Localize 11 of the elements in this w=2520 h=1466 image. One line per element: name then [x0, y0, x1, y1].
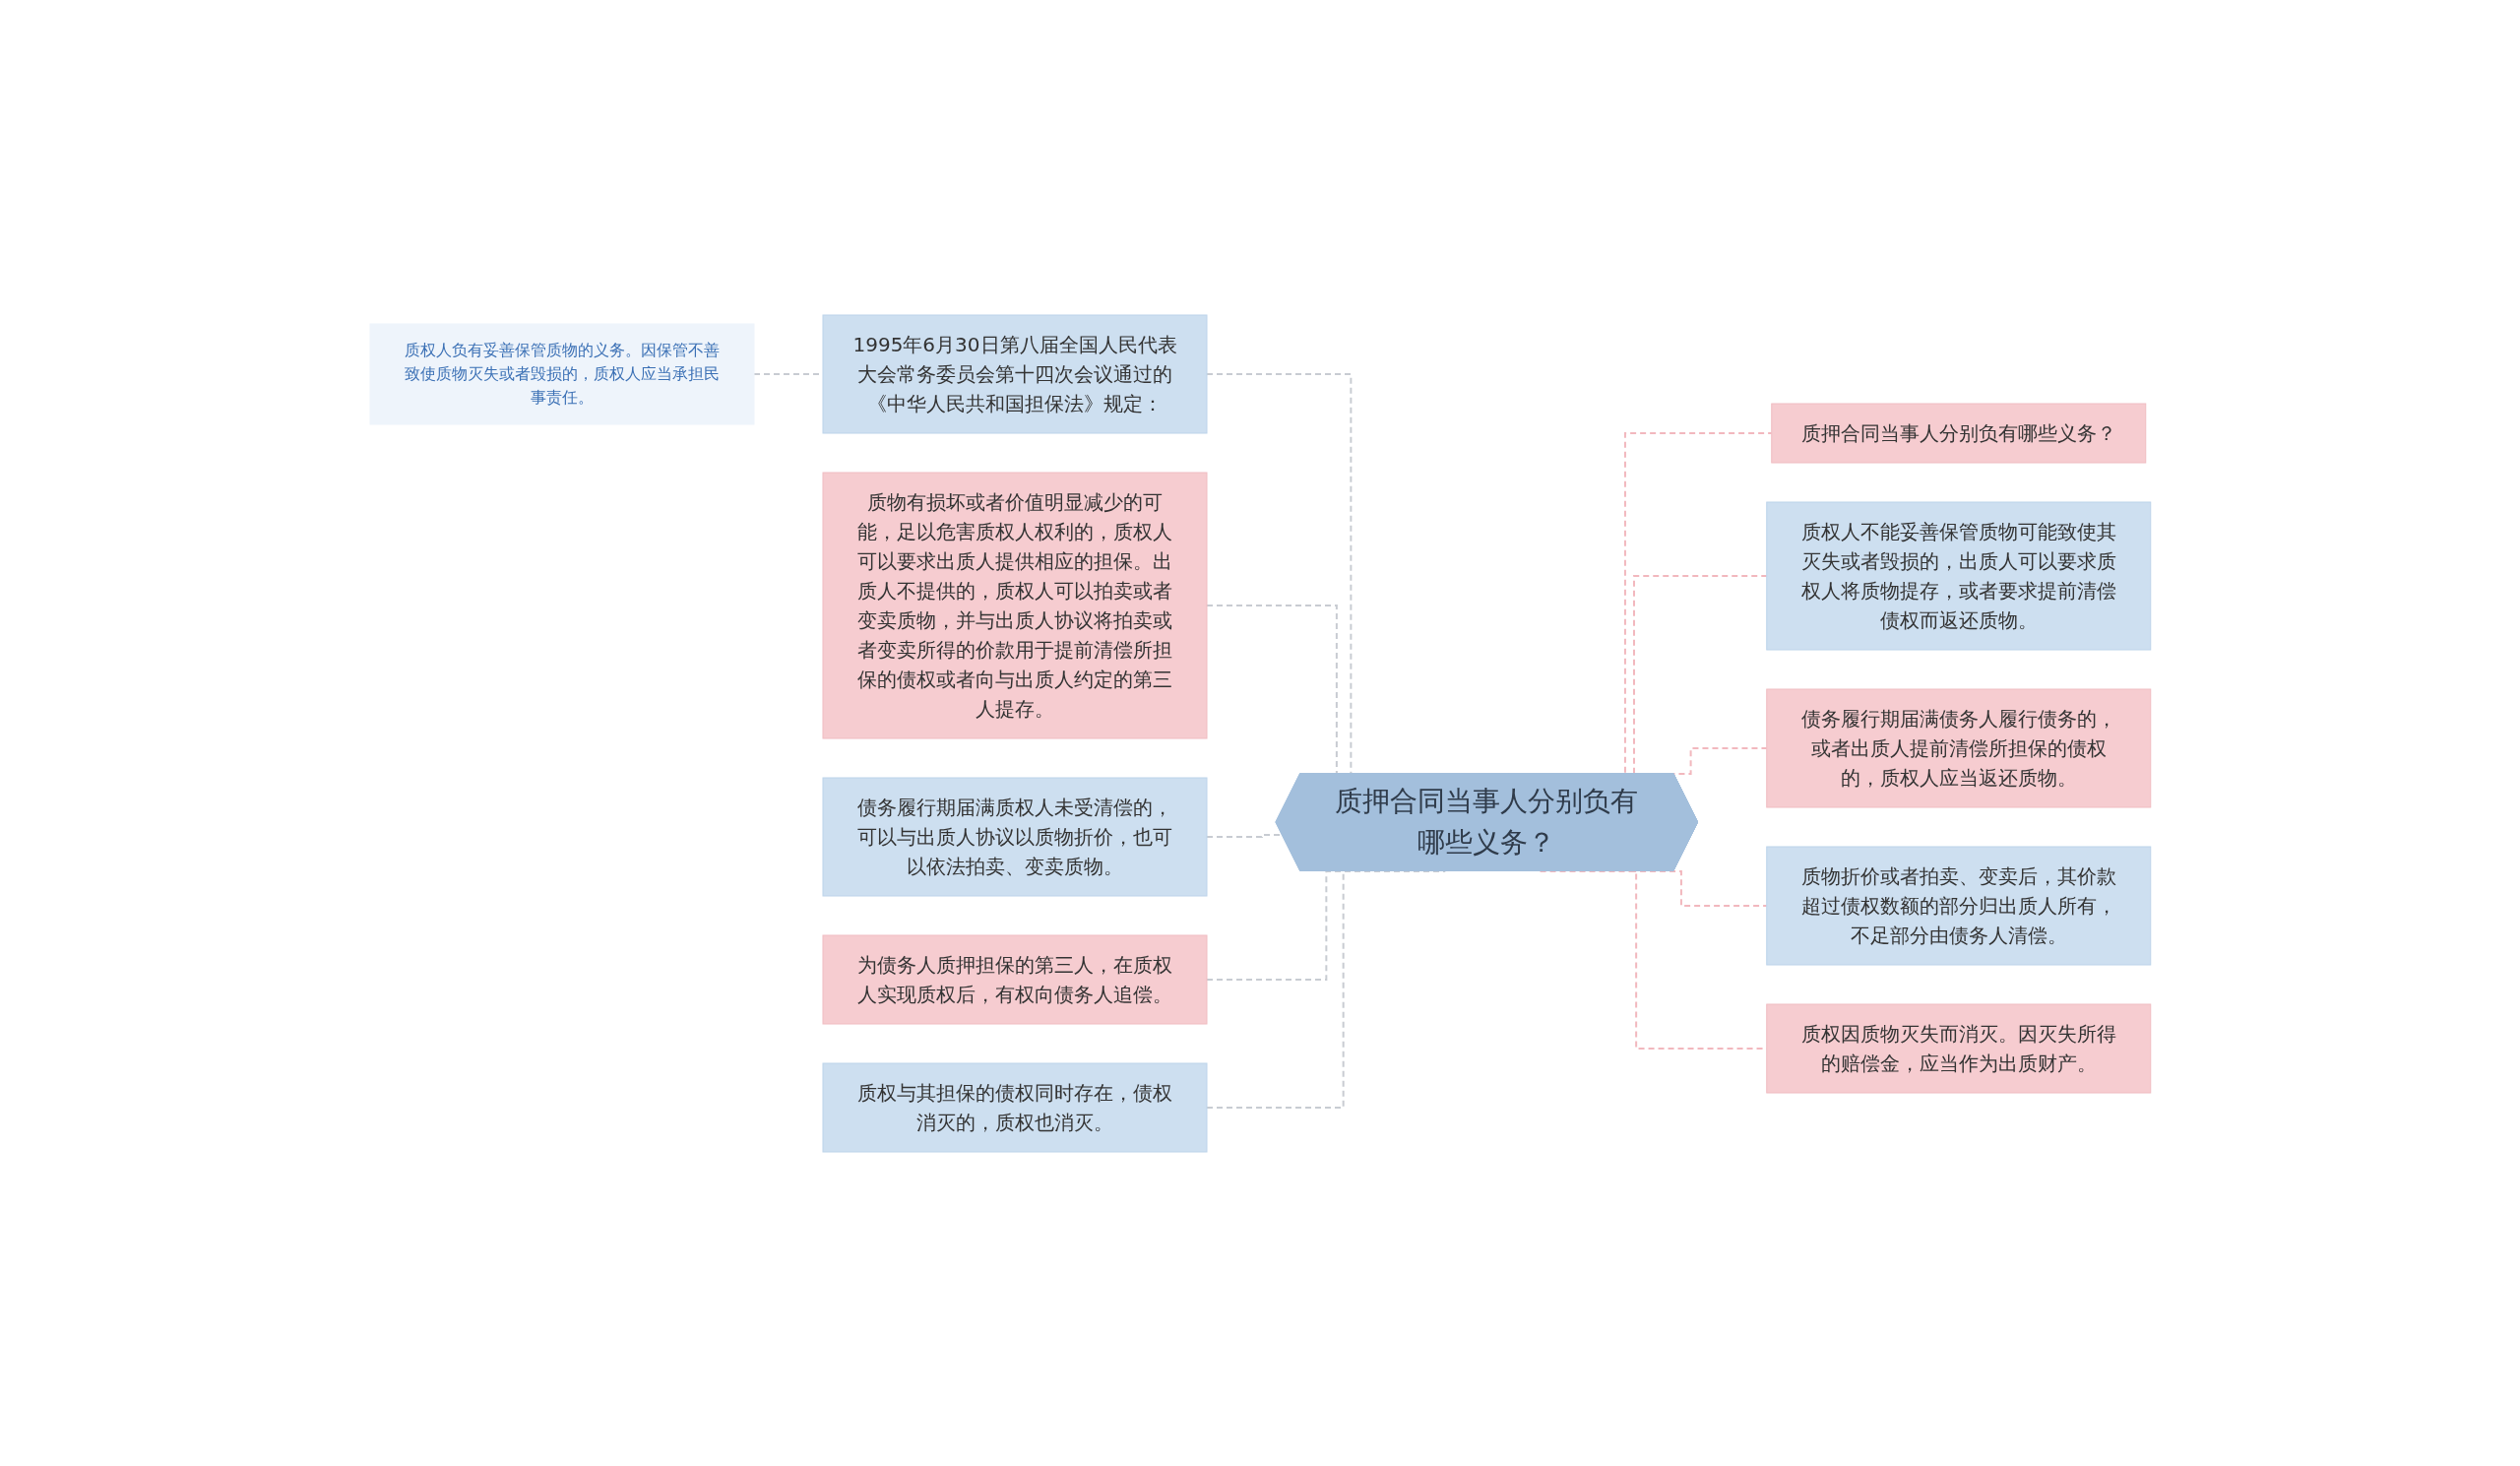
node-box: 质权人负有妥善保管质物的义务。因保管不善致使质物灭失或者毁损的，质权人应当承担民事责任。	[369, 323, 755, 424]
node-box: 质物折价或者拍卖、变卖后，其价款超过债权数额的部分归出质人所有，不足部分由债务人清偿。	[1765, 846, 2151, 965]
node-box: 为债务人质押担保的第三人，在质权人实现质权后，有权向债务人追偿。	[822, 934, 1208, 1024]
node-box: 债务履行期届满债务人履行债务的，或者出质人提前清偿所担保的债权的，质权人应当返还质物。	[1765, 688, 2151, 807]
node-box: 1995年6月30日第八届全国人民代表大会常务委员会第十四次会议通过的《中华人民共和国担保法》规定：	[822, 314, 1208, 433]
node-box: 质物有损坏或者价值明显减少的可能，足以危害质权人权利的，质权人可以要求出质人提供相应的担保。出质人不提供的，质权人可以拍卖或者变卖质物，并与出质人协议将拍卖或者变卖所得的价款用于提前清偿所担保的债权或者向与出质人约定的第三人提存。	[822, 472, 1208, 738]
node-box: 质权因质物灭失而消灭。因灭失所得的赔偿金，应当作为出质财产。	[1765, 1003, 2151, 1093]
node-box: 债务履行期届满质权人未受清偿的，可以与出质人协议以质物折价，也可以依法拍卖、变卖质物。	[822, 777, 1208, 896]
node-box: 质权与其担保的债权同时存在，债权消灭的，质权也消灭。	[822, 1062, 1208, 1152]
node-box: 质权人不能妥善保管质物可能致使其灭失或者毁损的，出质人可以要求质权人将质物提存，或者要求提前清偿债权而返还质物。	[1765, 501, 2151, 650]
node-box: 质押合同当事人分别负有哪些义务？	[1770, 403, 2146, 463]
